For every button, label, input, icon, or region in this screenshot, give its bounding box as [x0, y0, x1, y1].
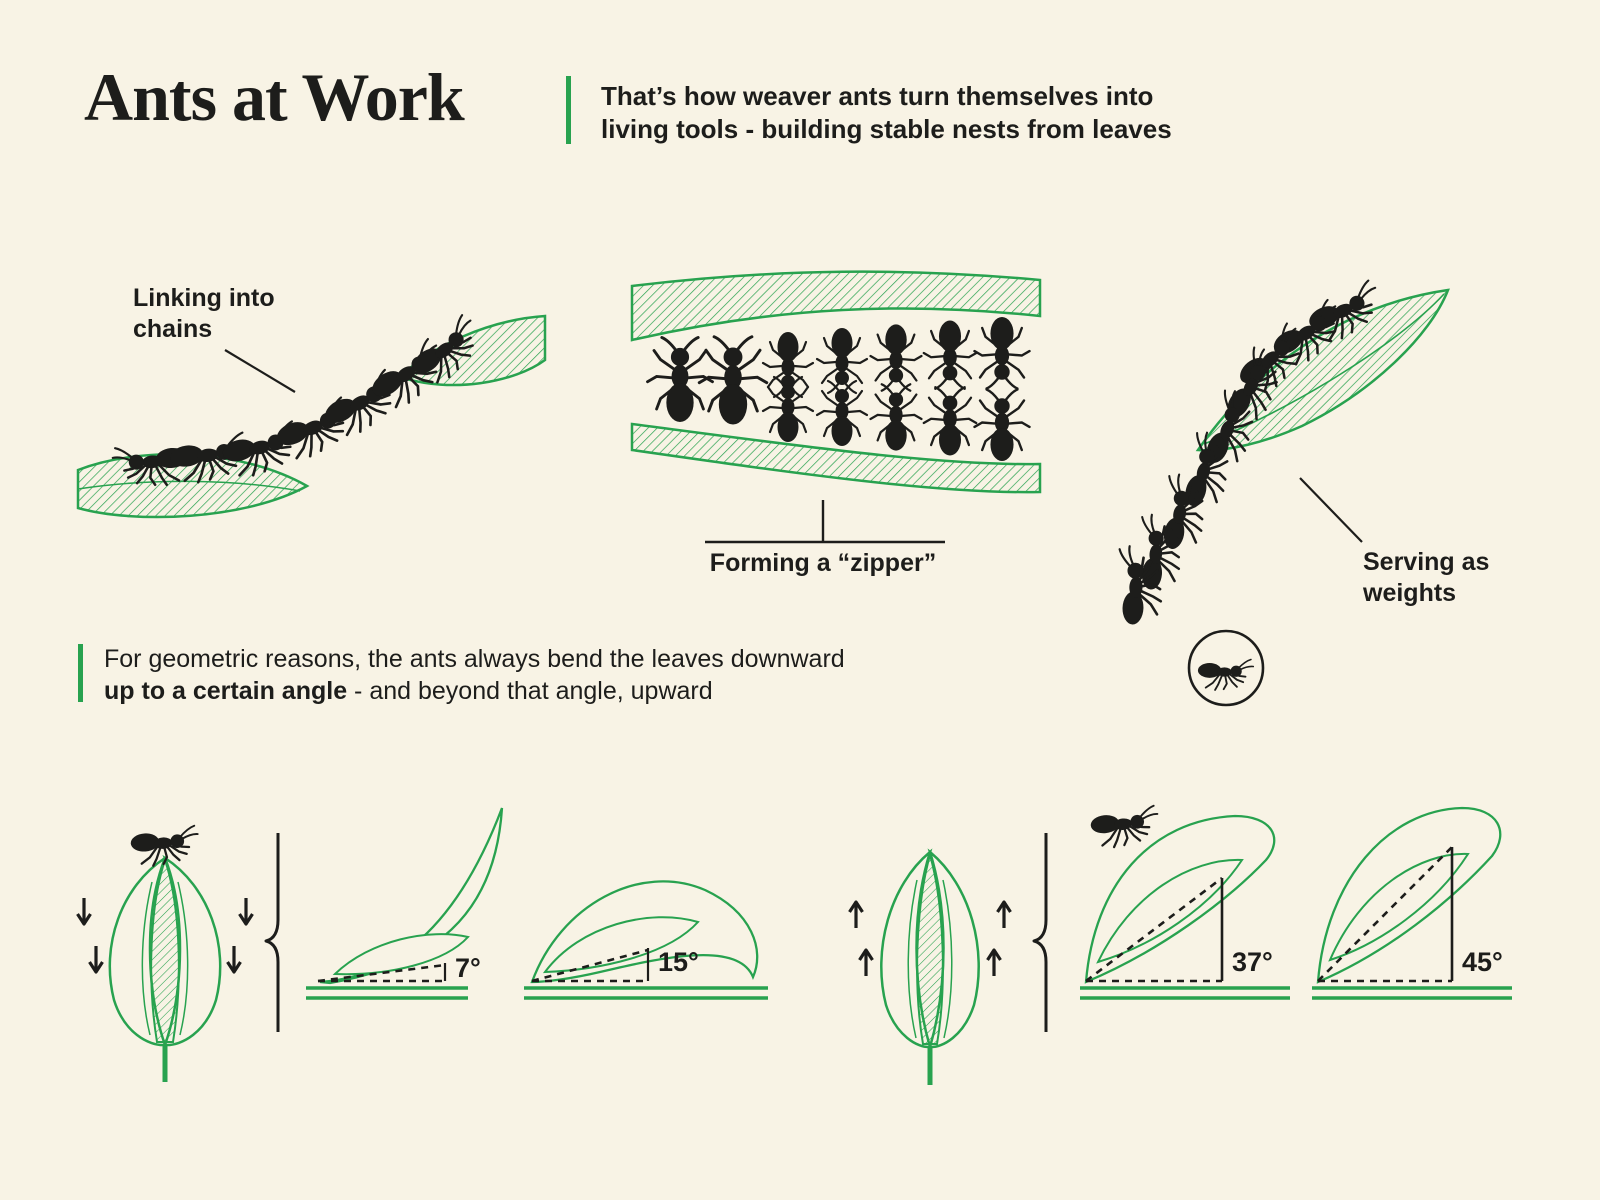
weights-label-line-1: Serving as — [1363, 548, 1490, 576]
note-accent-bar — [78, 644, 83, 702]
up-arrow-icon — [857, 948, 875, 978]
leaf — [397, 314, 547, 387]
bud-petal — [108, 854, 168, 1047]
down-arrow-icon — [87, 944, 105, 974]
down-arrow-icon — [237, 896, 255, 926]
leaf — [630, 422, 1042, 494]
angle-value-45: 45° — [1462, 947, 1503, 977]
bud-petal — [162, 854, 222, 1047]
angle-ray — [1085, 876, 1223, 983]
angle-ray — [531, 948, 649, 983]
weights-label: Serving as weights — [1363, 547, 1489, 609]
note-text: For geometric reasons, the ants always b… — [104, 643, 845, 707]
zipper-label: Forming a “zipper” — [709, 549, 937, 577]
callout-pointer-line — [1299, 477, 1363, 543]
leaf-fold — [332, 933, 470, 976]
diagram-15deg — [524, 880, 768, 1000]
bud-petal — [927, 848, 980, 1049]
bud-petal — [880, 848, 933, 1049]
leaf-vein — [1203, 293, 1445, 445]
bud-petal-line — [141, 881, 153, 1036]
subtitle-line-1: That’s how weaver ants turn themselves i… — [601, 81, 1154, 111]
leaf — [1195, 288, 1450, 452]
leaf — [530, 880, 759, 984]
bud-petal-line — [907, 879, 918, 1039]
callout-pointer-line — [224, 349, 296, 393]
chains-label: Linking into chains — [133, 283, 275, 345]
note-line-1: For geometric reasons, the ants always b… — [104, 645, 845, 673]
angle-ray — [317, 963, 446, 983]
weights-label-line-2: weights — [1363, 579, 1457, 607]
leaf — [630, 270, 1042, 342]
ant-icon — [1196, 658, 1255, 691]
angle-value-37: 37° — [1232, 947, 1273, 977]
zipper-illustration — [630, 270, 1042, 544]
leaf-fold — [1328, 852, 1470, 962]
leaf-fold — [1096, 858, 1244, 964]
ant-weight-chain — [1115, 277, 1390, 627]
ant-on-bud — [128, 824, 201, 869]
bud-petal-center — [916, 851, 944, 1045]
note-bold-phrase: up to a certain angle — [104, 677, 348, 705]
angle-value-15: 15° — [658, 947, 699, 977]
bud-upward — [847, 833, 1048, 1085]
bracket — [1032, 833, 1048, 1032]
note-line-2-rest: - and beyond that angle, upward — [347, 677, 713, 705]
angle-value-7: 7° — [455, 953, 481, 983]
chains-label-line-2: chains — [133, 315, 213, 343]
bud-downward — [75, 824, 280, 1082]
note-line-2: up to a certain angle - and beyond that … — [104, 675, 845, 707]
up-arrow-icon — [995, 900, 1013, 930]
page-title: Ants at Work — [84, 59, 465, 135]
ant-zipper — [646, 315, 1031, 463]
bud-petal-line — [942, 879, 953, 1039]
bud-petal-line — [177, 881, 189, 1036]
down-arrow-icon — [75, 896, 93, 926]
leaf — [76, 453, 310, 519]
chains-label-line-1: Linking into — [133, 284, 275, 312]
leaf-vein — [77, 480, 301, 492]
bud-petal-center — [150, 856, 180, 1043]
down-arrow-icon — [225, 944, 243, 974]
up-arrow-icon — [847, 900, 865, 930]
ant-badge — [1187, 629, 1265, 707]
ant-on-leaf — [1088, 804, 1162, 851]
subtitle: That’s how weaver ants turn themselves i… — [601, 80, 1172, 146]
subtitle-line-2: living tools - building stable nests fro… — [601, 114, 1172, 144]
bracket — [264, 833, 280, 1032]
title-divider — [566, 76, 571, 144]
angle-ray — [1317, 846, 1453, 982]
up-arrow-icon — [985, 948, 1003, 978]
